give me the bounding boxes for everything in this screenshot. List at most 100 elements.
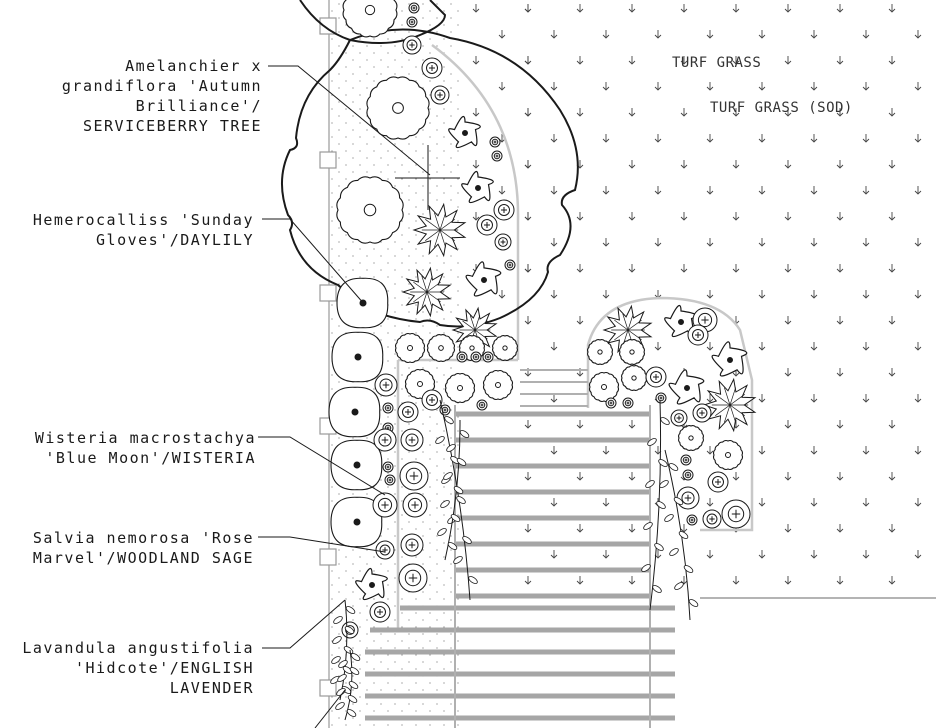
sage-label-line: Marvel'/WOODLAND SAGE (32, 549, 254, 567)
salvia-plant-symbol (398, 563, 428, 593)
salvia-plant-symbol (399, 461, 429, 491)
salvia-plant-symbol (494, 233, 512, 251)
salvia-plant-symbol (687, 324, 709, 346)
salvia-plant-symbol (375, 540, 395, 560)
wisteria-plant-symbol (336, 277, 389, 329)
daylily-plant-symbol (412, 202, 467, 258)
serviceberry-label-line: Amelanchier x (125, 57, 262, 75)
lavender-label-line: LAVENDER (169, 679, 254, 697)
daylily-label-line: Hemerocalliss 'Sunday (32, 211, 254, 229)
leader-lines (258, 65, 431, 728)
serviceberry-label: Amelanchier x grandiflora 'Autumn Brilli… (40, 56, 262, 136)
salvia-plant-symbol (430, 85, 450, 105)
wisteria-label-line: Wisteria macrostachya (34, 429, 256, 447)
bed-edges (396, 43, 754, 630)
salvia-plant-symbol (402, 35, 422, 55)
salvia-plant-symbol (702, 509, 722, 529)
salvia-plant-symbol (686, 514, 698, 526)
salvia-plant-symbol (692, 403, 712, 423)
upper-tree-canopy (299, 0, 447, 44)
salvia-plant-symbol (680, 454, 692, 466)
vine-plant-symbol (435, 399, 478, 601)
shrub-plant-symbol (712, 439, 744, 471)
salvia-plant-symbol (470, 351, 482, 363)
salvia-plant-symbol (400, 428, 424, 452)
salvia-plant-symbol (670, 409, 688, 427)
salvia-plant-symbol (622, 397, 634, 409)
salvia-plant-symbol (374, 373, 398, 397)
sage-label-line: Salvia nemorosa 'Rose (32, 529, 254, 547)
salvia-plant-symbol (476, 399, 488, 411)
serviceberry-label-line: SERVICEBERRY TREE (82, 117, 262, 135)
shrub-plant-symbol (678, 425, 704, 451)
salvia-plant-symbol (421, 57, 443, 79)
salvia-plant-symbol (676, 486, 700, 510)
shrub-plant-symbol (482, 369, 514, 401)
salvia-plant-symbol (408, 2, 420, 14)
shrub-plant-symbol (426, 333, 456, 363)
salvia-plant-symbol (482, 351, 494, 363)
shrub-plant-symbol (619, 339, 645, 365)
turf-grass-sod-label: TURF GRASS (SOD) (710, 100, 853, 116)
salvia-plant-symbol (476, 214, 498, 236)
salvia-plant-symbol (721, 499, 751, 529)
daylily-label-line: Gloves'/DAYLILY (96, 231, 254, 249)
shrub-plant-symbol (336, 176, 404, 244)
salvia-plant-symbol (384, 474, 396, 486)
salvia-plant-symbol (373, 428, 397, 452)
flower-plant-symbol (448, 115, 481, 149)
shrub-plant-symbol (444, 372, 476, 404)
salvia-plant-symbol (421, 389, 443, 411)
salvia-plant-symbol (397, 401, 419, 423)
salvia-plant-symbol (493, 199, 515, 221)
shrub-plant-symbol (342, 0, 398, 38)
daylily-label: Hemerocalliss 'Sunday Gloves'/DAYLILY (10, 210, 254, 250)
pergola-deck (365, 411, 675, 721)
salvia-plant-symbol (402, 492, 428, 518)
daylily-plant-symbol (401, 266, 452, 318)
turf-grass-area (470, 0, 936, 599)
vine-plant-symbol (659, 449, 699, 621)
salvia-plant-symbol (369, 601, 391, 623)
wisteria-plant-symbol (330, 439, 383, 491)
fence-line (319, 0, 337, 728)
lavender-label-line: Lavandula angustifolia (22, 639, 254, 657)
flower-plant-symbol (711, 341, 748, 377)
salvia-plant-symbol (645, 366, 667, 388)
sage-label: Salvia nemorosa 'Rose Marvel'/WOODLAND S… (0, 528, 254, 568)
serviceberry-label-line: Brilliance'/ (135, 97, 262, 115)
flower-plant-symbol (461, 170, 494, 204)
serviceberry-tree-canopy (280, 28, 579, 328)
salvia-plant-symbol (682, 469, 694, 481)
shrub-plant-symbol (366, 76, 430, 140)
shrub-plant-symbol (492, 335, 518, 361)
lavender-label-line: 'Hidcote'/ENGLISH (74, 659, 254, 677)
salvia-plant-symbol (400, 533, 424, 557)
flower-plant-symbol (355, 567, 388, 601)
daylily-plant-symbol (702, 377, 757, 433)
salvia-plant-symbol (605, 397, 617, 409)
salvia-plant-symbol (382, 461, 394, 473)
vine-plant-symbol (641, 399, 670, 611)
wisteria-label: Wisteria macrostachya 'Blue Moon'/WISTER… (0, 428, 256, 468)
turf-grass-label: TURF GRASS (672, 55, 762, 71)
salvia-plant-symbol (456, 351, 468, 363)
shrub-plant-symbol (588, 371, 620, 403)
salvia-plant-symbol (489, 136, 501, 148)
lavender-label: Lavandula angustifolia 'Hidcote'/ENGLISH… (0, 638, 254, 698)
salvia-plant-symbol (707, 471, 729, 493)
wisteria-label-line: 'Blue Moon'/WISTERIA (45, 449, 256, 467)
salvia-plant-symbol (491, 150, 503, 162)
wisteria-plant-symbol (328, 386, 381, 438)
salvia-plant-symbol (406, 16, 418, 28)
salvia-plant-symbol (655, 392, 667, 404)
flower-plant-symbol (465, 261, 502, 297)
salvia-plant-symbol (372, 492, 398, 518)
serviceberry-label-line: grandiflora 'Autumn (61, 77, 262, 95)
salvia-plant-symbol (382, 402, 394, 414)
wisteria-plant-symbol (331, 331, 384, 383)
vine-plant-symbol (437, 419, 470, 561)
shrub-plant-symbol (394, 332, 426, 364)
shrub-plant-symbol (621, 365, 647, 391)
plant-symbols (328, 0, 757, 721)
